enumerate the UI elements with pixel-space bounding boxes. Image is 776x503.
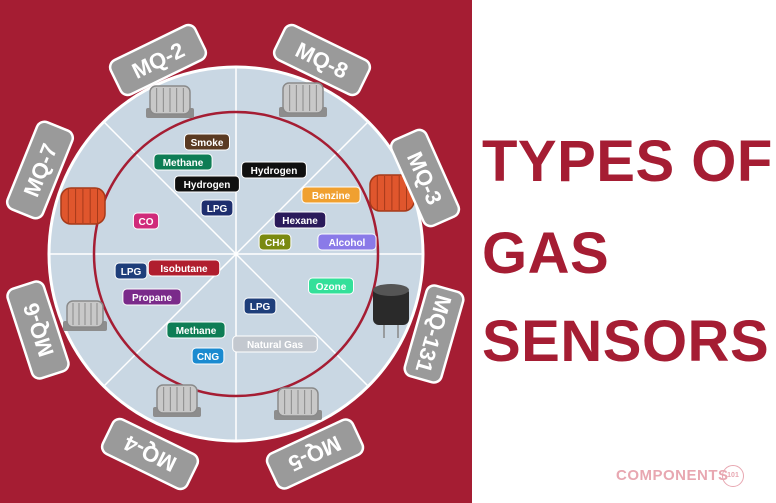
brand-name: COMPONENTS — [616, 467, 729, 484]
mq2-sensor-photo — [146, 85, 194, 118]
gas-label-text: CO — [139, 217, 154, 228]
gas-label: Smoke — [184, 133, 230, 151]
gas-label: Ozone — [308, 277, 354, 295]
gas-label-text: LPG — [121, 267, 142, 278]
sensor-photos — [60, 82, 415, 420]
gas-label: Hydrogen — [241, 161, 307, 179]
gas-label: CNG — [191, 347, 225, 365]
gas-label: Benzine — [301, 186, 361, 204]
sensor-wheel: SmokeMethaneHydrogenLPGHydrogenBenzineHe… — [5, 23, 465, 491]
sensor-tab: MQ-3 — [389, 128, 461, 228]
mq5-sensor-photo — [274, 387, 322, 420]
gas-label: LPG — [243, 297, 277, 315]
gas-label: Hexane — [273, 211, 327, 229]
mq8-sensor-photo — [279, 82, 327, 117]
gas-label: CH4 — [258, 233, 292, 251]
sensor-tab: MQ-5 — [265, 418, 365, 490]
gas-label-text: Benzine — [312, 191, 351, 202]
gas-label-text: Methane — [163, 158, 204, 169]
inner-ring — [92, 110, 380, 398]
divider-line — [103, 121, 369, 387]
gas-labels: SmokeMethaneHydrogenLPGHydrogenBenzineHe… — [114, 133, 377, 365]
gas-label: Methane — [153, 153, 213, 171]
gas-label: Natural Gas — [232, 335, 318, 353]
gas-label: LPG — [114, 262, 148, 280]
gas-label: Propane — [122, 288, 182, 306]
gas-label: CO — [132, 212, 160, 230]
gas-label-text: Ozone — [316, 282, 347, 293]
gas-label-text: Natural Gas — [247, 340, 304, 351]
gas-label: Alcohol — [317, 233, 377, 251]
gas-label: Isobutane — [147, 259, 221, 277]
gas-label-text: Propane — [132, 293, 172, 304]
gas-label: LPG — [200, 199, 234, 217]
gas-label-text: Smoke — [191, 138, 224, 149]
gas-label-text: Hydrogen — [251, 166, 298, 177]
gas-label-text: Hexane — [282, 216, 318, 227]
gas-label-text: Methane — [176, 326, 217, 337]
gas-label-text: Alcohol — [329, 238, 366, 249]
gas-label: Hydrogen — [174, 175, 240, 193]
sensor-tab: MQ-6 — [6, 280, 70, 380]
gas-label-text: Hydrogen — [184, 180, 231, 191]
gas-label-text: CNG — [197, 352, 219, 363]
brand-badge: 101 — [722, 465, 744, 487]
mq7-sensor-photo — [60, 187, 106, 225]
gas-label-text: CH4 — [265, 238, 285, 249]
mq6-sensor-photo — [63, 300, 107, 331]
gas-label-text: Isobutane — [160, 264, 208, 275]
gas-label-text: LPG — [207, 204, 228, 215]
title-line-1: TYPES OF — [482, 129, 773, 194]
mq131-sensor-photo — [373, 284, 409, 338]
gas-label-text: LPG — [250, 302, 271, 313]
title-line-3: SENSORS — [482, 309, 770, 374]
mq4-sensor-photo — [153, 384, 201, 417]
title-line-2: GAS — [482, 221, 610, 286]
gas-label: Methane — [166, 321, 226, 339]
segment-dividers — [49, 67, 423, 441]
